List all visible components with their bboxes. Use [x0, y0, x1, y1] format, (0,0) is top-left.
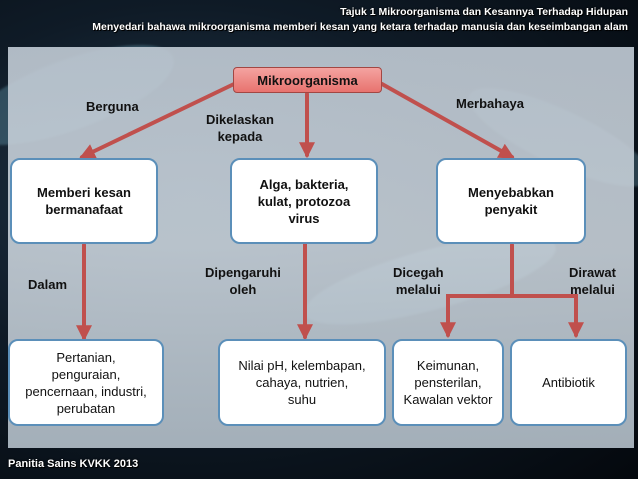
- node-antibiotik: Antibiotik: [510, 339, 627, 426]
- slide-subtitle: Menyedari bahawa mikroorganisma memberi …: [92, 21, 628, 33]
- slide-title: Tajuk 1 Mikroorganisma dan Kesannya Terh…: [340, 6, 628, 18]
- footer-credit: Panitia Sains KVKK 2013: [8, 458, 139, 470]
- arrow-merbahaya: [380, 82, 515, 159]
- node-mikroorganisma: Mikroorganisma: [233, 67, 382, 93]
- arrow-berguna: [79, 82, 236, 159]
- edge-label-dalam: Dalam: [28, 277, 68, 292]
- connector-merbahaya-branch: [440, 243, 514, 339]
- node-faktor: Nilai pH, kelembapan,cahaya, nutrien,suh…: [218, 339, 386, 426]
- connector-dirawat: [510, 294, 584, 339]
- node-pertanian: Pertanian,penguraian,pencernaan, industr…: [8, 339, 164, 426]
- edge-label-berguna: Berguna: [86, 99, 139, 114]
- edge-label-merbahaya: Merbahaya: [456, 96, 524, 111]
- node-keimunan: Keimunan,pensterilan,Kawalan vektor: [392, 339, 504, 426]
